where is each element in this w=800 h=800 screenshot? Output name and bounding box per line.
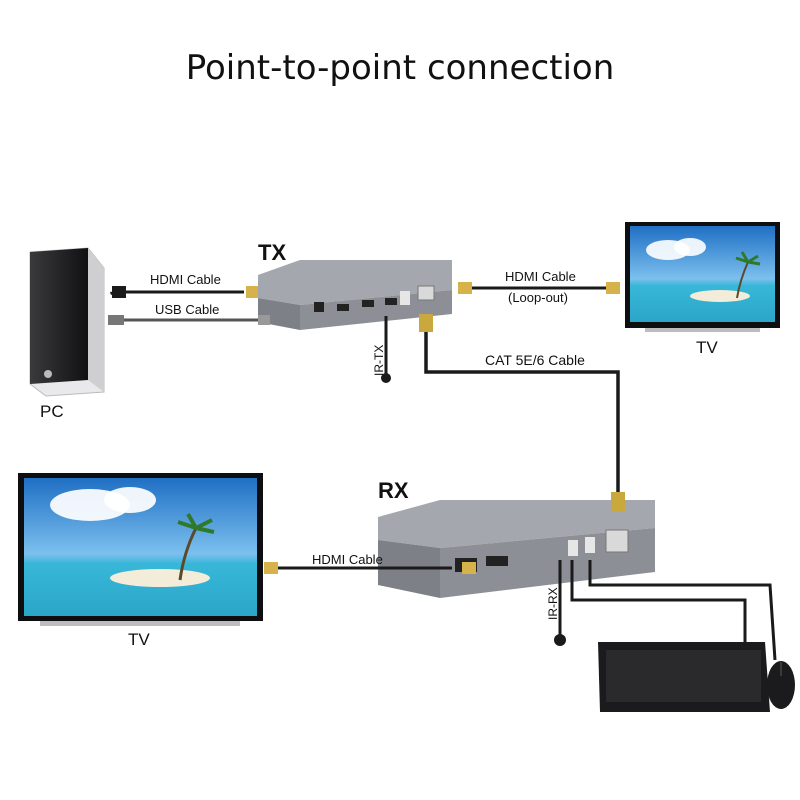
hdmi-cable-loop-label: HDMI Cable bbox=[505, 269, 576, 284]
tv-top-label: TV bbox=[696, 338, 718, 357]
tx-label: TX bbox=[258, 240, 287, 265]
usb-cable-pc-label: USB Cable bbox=[155, 302, 220, 317]
usb-cable-keyboard bbox=[570, 560, 747, 650]
loop-out-label: (Loop-out) bbox=[508, 290, 568, 305]
hdmi-cable-rx-label: HDMI Cable bbox=[312, 552, 383, 567]
rx-device bbox=[378, 500, 655, 598]
cat-cable bbox=[424, 326, 620, 492]
rx-label: RX bbox=[378, 478, 409, 503]
pc-tower bbox=[29, 247, 105, 397]
hdmi-cable-pc-label: HDMI Cable bbox=[150, 272, 221, 287]
mouse bbox=[767, 661, 795, 709]
ir-rx-label: IR-RX bbox=[546, 587, 560, 620]
page-title: Point-to-point connection bbox=[185, 48, 615, 88]
connectors bbox=[108, 282, 625, 646]
hdmi-cable-pc bbox=[110, 290, 244, 296]
tv-bottom bbox=[18, 473, 263, 626]
tv-bottom-label: TV bbox=[128, 630, 150, 649]
usb-cable-mouse bbox=[588, 560, 777, 661]
tx-device bbox=[258, 260, 452, 330]
keyboard bbox=[598, 642, 770, 712]
tv-top bbox=[625, 222, 780, 332]
ir-tx-label: IR-TX bbox=[372, 344, 386, 376]
pc-label: PC bbox=[40, 402, 64, 421]
cat-cable-label: CAT 5E/6 Cable bbox=[485, 352, 585, 368]
